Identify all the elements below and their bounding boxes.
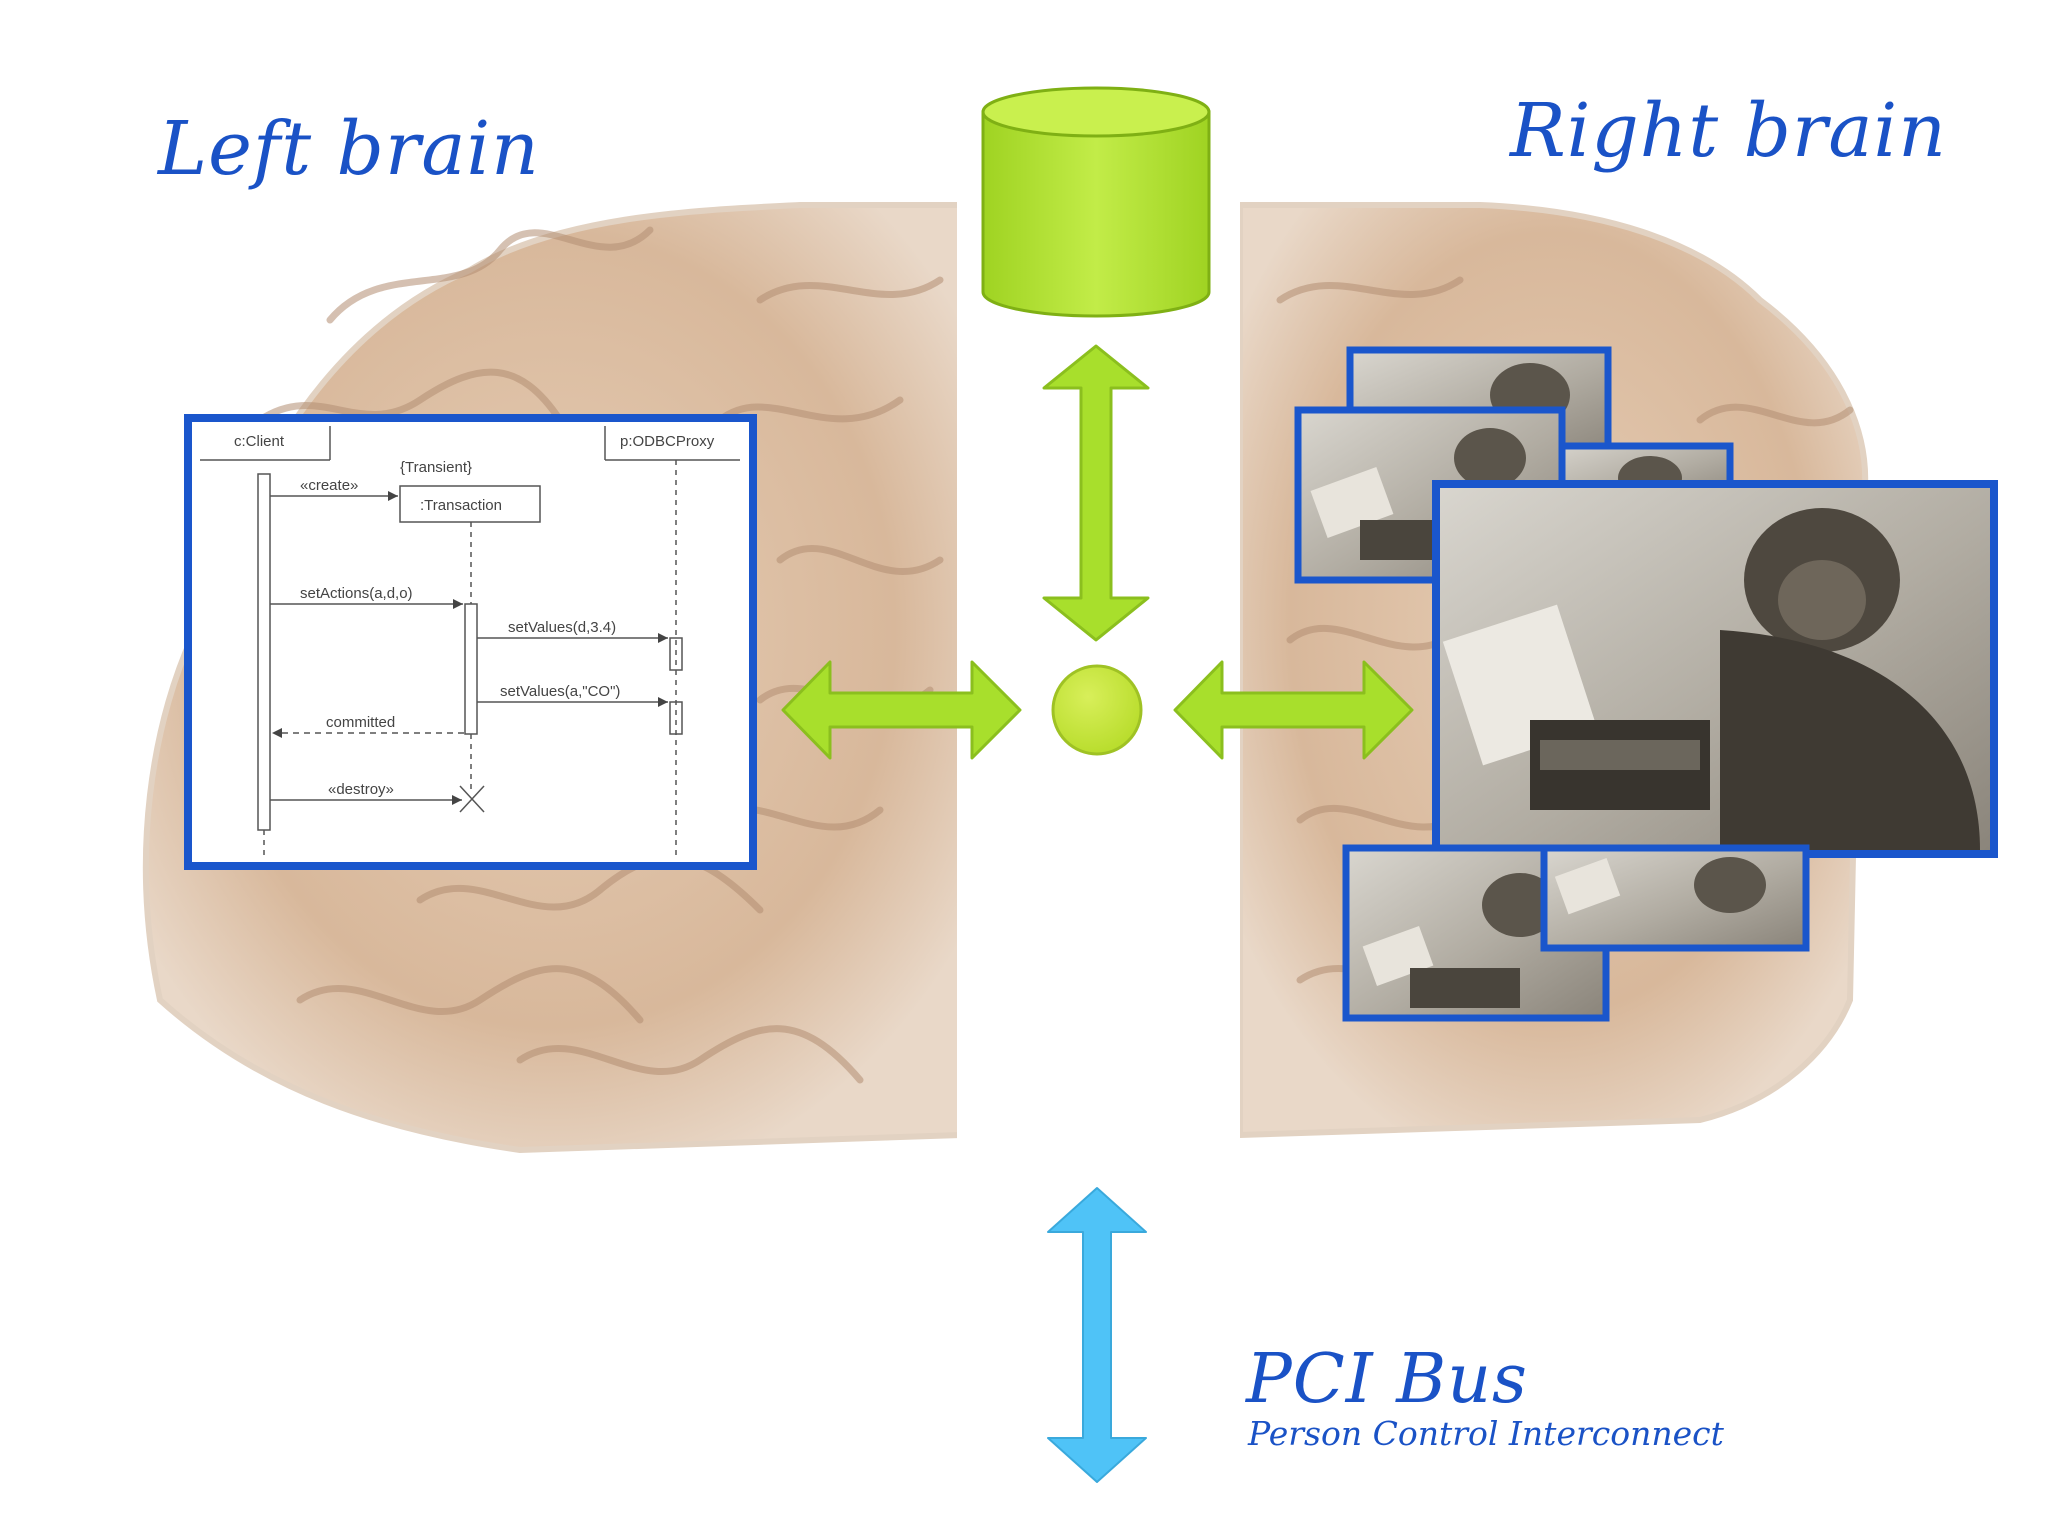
monkey-photo-large [1432,480,1998,858]
monkey-photo-small-5 [1540,844,1810,952]
db-hub-arrow-icon [1042,344,1150,642]
destroy-message: «destroy» [328,781,394,798]
transaction-label: :Transaction [420,497,502,514]
set-values-2-message: setValues(a,"CO") [500,683,620,700]
sequence-diagram-card: c:Client p:ODBCProxy {Transient} :Transa… [184,414,757,870]
photo-stack [1294,346,1998,1022]
right-brain-title: Right brain [1510,88,1947,174]
committed-message: committed [326,714,395,731]
hub-circle-icon [1051,664,1143,756]
pci-bus-subtitle: Person Control Interconnect [1248,1414,1724,1453]
transient-label: {Transient} [400,459,472,476]
set-actions-message: setActions(a,d,o) [300,585,413,602]
database-cylinder-icon [981,86,1211,318]
left-brain-title: Left brain [158,106,540,192]
pci-bus-arrow-icon [1047,1187,1147,1483]
lifeline-client-label: c:Client [234,433,285,450]
set-values-1-message: setValues(d,3.4) [508,619,616,636]
create-message: «create» [300,477,358,494]
lifeline-proxy-label: p:ODBCProxy [620,433,715,450]
left-hub-arrow-icon [781,660,1022,760]
pci-bus-title: PCI Bus [1246,1340,1528,1419]
right-hub-arrow-icon [1173,660,1414,760]
